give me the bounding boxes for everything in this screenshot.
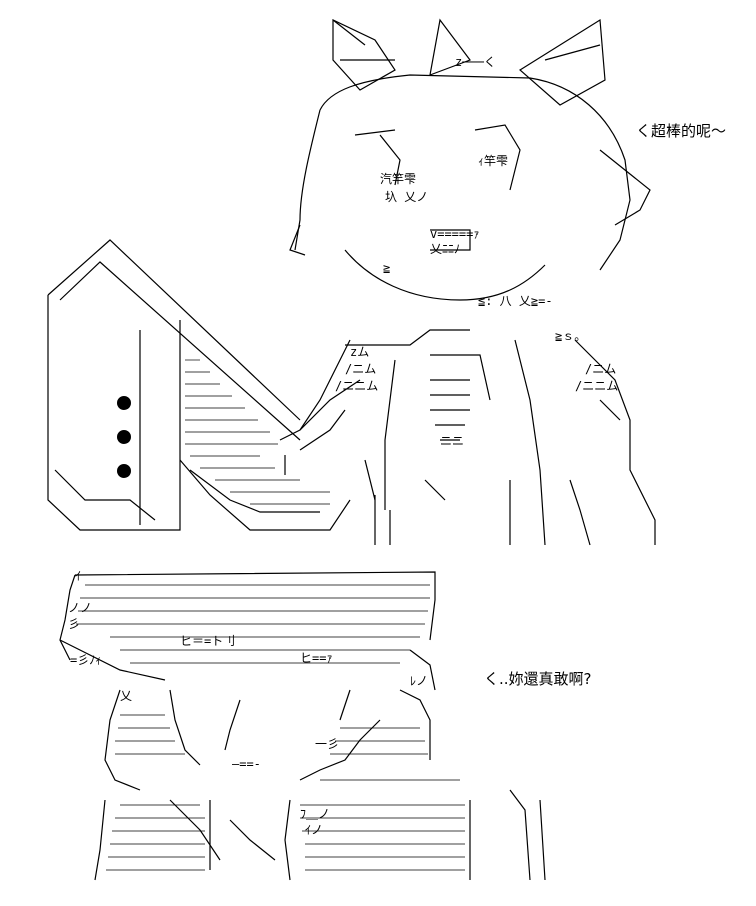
art-text-3: 圦 乂ノ (385, 190, 428, 204)
art-text-b3: 彡 (68, 617, 80, 631)
art-text-b4: ヒ＝=ト刂 (180, 634, 235, 648)
right-ribbon-shape (518, 18, 606, 106)
art-text-b2: ノノ (68, 601, 92, 615)
held-card-frame (47, 239, 376, 531)
art-text-b1: ｲ (75, 569, 81, 583)
left-ribbon-shape (332, 19, 396, 91)
shading-hatches (185, 359, 330, 505)
art-text-b11: ｲノ (305, 823, 323, 837)
right-sleeve (574, 339, 656, 545)
art-text-1: ｨ竿雫 (478, 153, 508, 168)
art-text-13: /ニニム (575, 379, 618, 393)
dot-1 (117, 396, 131, 410)
art-text-b12: ﾚノ (410, 674, 428, 688)
art-text-8: ≧ｓ。 (555, 329, 586, 343)
art-text-14: ニニ (440, 434, 464, 448)
art-text-b6: ヒ==ｧ (300, 651, 332, 665)
caption-bottom: く..妳還真敢啊? (484, 670, 592, 688)
art-text-9: zム (350, 345, 369, 359)
dot-2 (117, 430, 131, 444)
lower-hatches (76, 584, 465, 871)
lower-hair-top (74, 571, 436, 641)
art-text-10: /ニム (345, 362, 376, 376)
art-text-4: v=====ｧ (430, 227, 479, 241)
art-text-6: ≧ (383, 261, 390, 275)
art-text-12: /ニム (585, 362, 616, 376)
art-text-b9: ―==- (232, 757, 261, 771)
lower-character (59, 571, 546, 881)
hair-outline (319, 74, 631, 271)
art-text-b5: =彡ﾉｨ (70, 653, 101, 667)
art-text-2: 汽竿雫 (380, 171, 416, 186)
art-text-z-line: z───く (455, 55, 496, 69)
art-text-7: ≦: 八 乂≧=- (478, 294, 553, 308)
mouth (430, 229, 471, 251)
art-text-b7: 乂 (120, 689, 132, 703)
art-text-5: 乂ﾆﾆﾉ (430, 242, 460, 256)
card-outer-left (47, 295, 181, 531)
art-text-11: /ニニム (335, 379, 378, 393)
dot-3 (117, 464, 131, 478)
face-jaw (344, 249, 546, 301)
upper-character (289, 18, 656, 546)
art-text-b8: 一彡 (315, 737, 339, 751)
caption-top: く超棒的呢～ (636, 122, 727, 140)
card-dots (117, 396, 131, 478)
art-text-b10: ﾌ＿ノ (300, 807, 330, 821)
center-ribbon-shape (429, 18, 471, 76)
